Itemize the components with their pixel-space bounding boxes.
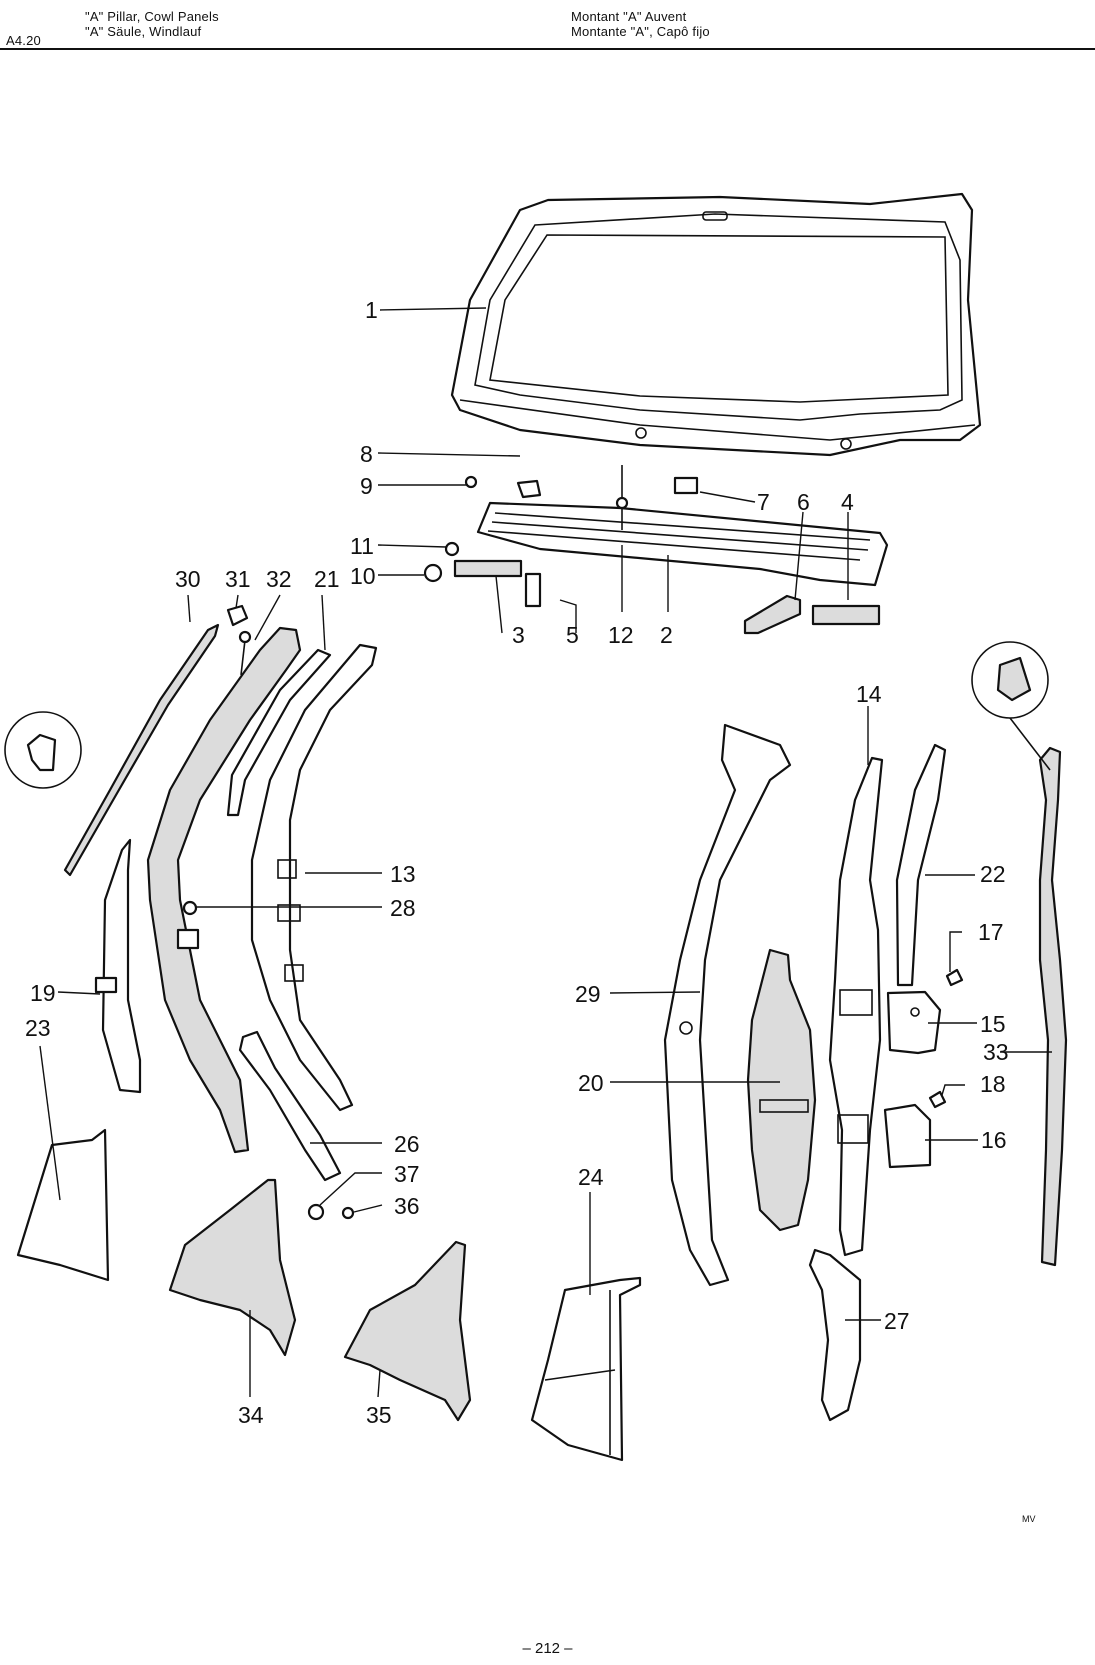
callout-36: 36 (394, 1193, 420, 1219)
trim-panel-part-23 (16, 1128, 110, 1282)
part-11-washer (444, 541, 460, 557)
callout-20: 20 (578, 1070, 604, 1096)
pillar-trim-part-19 (94, 838, 142, 1094)
callout-37: 37 (394, 1161, 420, 1187)
callout-35: 35 (366, 1402, 392, 1428)
kick-panel-part-35 (343, 1240, 472, 1422)
pillar-reinforcement-part-14 (828, 756, 884, 1257)
callout-32: 32 (266, 566, 292, 592)
weatherstrip-part-33 (971, 641, 1068, 1267)
part-8-clip (516, 479, 542, 499)
cover-plate-part-15 (886, 990, 942, 1055)
page-number: – 212 – (522, 1640, 573, 1657)
callout-7: 7 (757, 489, 770, 515)
callout-26: 26 (394, 1131, 420, 1157)
callout-19: 19 (30, 980, 56, 1006)
title-english: "A" Pillar, Cowl Panels (85, 9, 219, 24)
callout-28: 28 (390, 895, 416, 921)
callout-18: 18 (980, 1071, 1006, 1097)
part-7-clip (673, 476, 699, 495)
header-left-titles: "A" Pillar, Cowl Panels "A" Säule, Windl… (85, 9, 219, 39)
callout-15: 15 (980, 1011, 1006, 1037)
cowl-panel-part (476, 501, 889, 587)
inner-panel-part-20 (746, 948, 817, 1232)
windscreen-frame-part (450, 192, 982, 457)
callout-31: 31 (225, 566, 251, 592)
header-rule (0, 48, 1095, 50)
callout-8: 8 (360, 441, 373, 467)
callout-6: 6 (797, 489, 810, 515)
bracket-part-27 (808, 1248, 862, 1422)
callout-27: 27 (884, 1308, 910, 1334)
callout-21: 21 (314, 566, 340, 592)
header-right-titles: Montant "A" Auvent Montante "A", Capô fi… (571, 9, 710, 39)
callout-5: 5 (566, 622, 579, 648)
callout-33: 33 (983, 1039, 1009, 1065)
part-4-seal-block (811, 604, 881, 626)
part-17-fastener (945, 968, 964, 987)
part-18-fastener (928, 1090, 947, 1109)
callout-22: 22 (980, 861, 1006, 887)
small-hardware-parts (226, 465, 964, 1221)
pillar-strip-part-21 (226, 648, 332, 817)
part-31-clip (226, 604, 249, 627)
callout-24: 24 (578, 1164, 604, 1190)
title-german: "A" Säule, Windlauf (85, 24, 202, 39)
outer-pillar-part-29 (663, 723, 792, 1287)
seal-strip-part-22 (895, 743, 947, 987)
callout-16: 16 (981, 1127, 1007, 1153)
title-spanish: Montante "A", Capô fijo (571, 24, 710, 39)
callout-2: 2 (660, 622, 673, 648)
title-french: Montant "A" Auvent (571, 9, 687, 24)
callout-4: 4 (841, 489, 854, 515)
callout-14: 14 (856, 681, 882, 707)
part-36-nut (341, 1206, 355, 1220)
callout-3: 3 (512, 622, 525, 648)
page-code: A4.20 (6, 33, 41, 48)
part-9-screw (464, 475, 478, 489)
part-3-seal-block (453, 559, 523, 578)
callout-30: 30 (175, 566, 201, 592)
callout-labels: 1 8 9 7 6 4 11 10 30 31 32 21 3 5 12 2 1… (25, 297, 1009, 1428)
lower-bracket-part-26 (238, 1030, 342, 1182)
callout-13: 13 (390, 861, 416, 887)
a-pillar-main-part-13 (250, 643, 378, 1112)
callout-9: 9 (360, 473, 373, 499)
leader-lines (39, 307, 1052, 1398)
seal-strip-part-30 (4, 623, 220, 877)
callout-17: 17 (978, 919, 1004, 945)
part-5-clip (524, 572, 542, 608)
callout-11: 11 (350, 533, 374, 559)
kick-panel-part-34 (168, 1178, 297, 1357)
callout-23: 23 (25, 1015, 51, 1041)
callout-1: 1 (365, 297, 378, 323)
cover-plate-part-16 (883, 1103, 932, 1169)
callout-34: 34 (238, 1402, 264, 1428)
part-10-screw (423, 563, 443, 583)
callout-29: 29 (575, 981, 601, 1007)
bracket-frame-part-24 (530, 1276, 642, 1462)
part-6-bracket (743, 594, 802, 635)
part-37-grommet (307, 1203, 325, 1221)
part-32-rivet (240, 639, 246, 676)
artist-initials: MV (1022, 1514, 1036, 1524)
callout-10: 10 (350, 563, 376, 589)
a-pillar-inner-part-28 (146, 626, 302, 1154)
callout-12: 12 (608, 622, 634, 648)
